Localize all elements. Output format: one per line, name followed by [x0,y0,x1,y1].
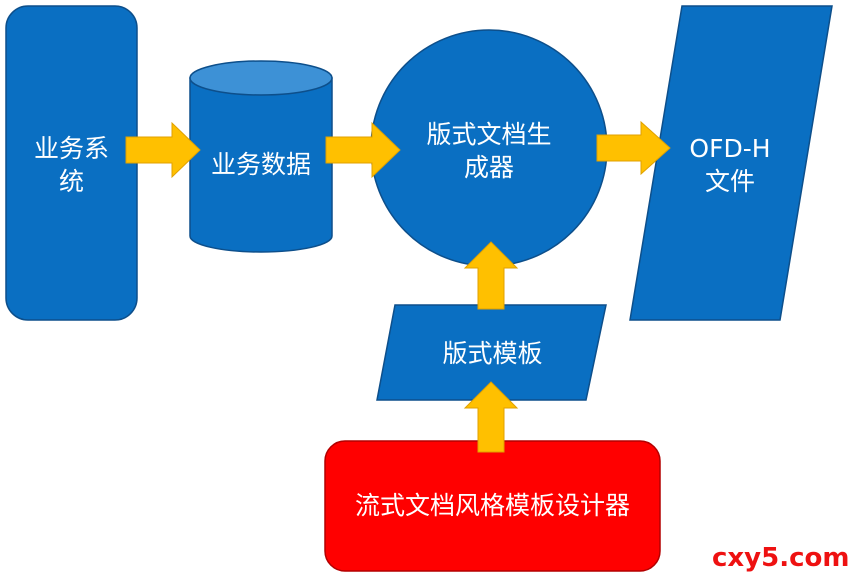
arrow-system-to-data [125,121,201,179]
business-system-label-line2: 统 [58,167,84,196]
ofd-file-label: OFD-H 文件 [665,132,795,198]
business-system-label: 业务系 统 [6,132,137,198]
arrow-generator-to-ofd [596,120,671,176]
business-data-label: 业务数据 [210,150,311,179]
watermark: cxy5.com [712,543,849,573]
arrow-template-to-generator [463,241,519,310]
layout-template-parallelogram [376,304,607,401]
business-system-label-line1: 业务系 [33,134,109,163]
ofd-file-label-line2: 文件 [704,167,755,196]
generator-label-line2: 成器 [463,153,514,182]
arrow-designer-to-template [463,381,519,453]
designer-label: 流式文档风格模板设计器 [354,491,630,520]
arrow-data-to-generator [325,121,401,179]
ofd-file-label-line1: OFD-H [689,134,771,163]
layout-template-label: 版式模板 [442,339,543,368]
generator-label: 版式文档生 成器 [389,118,589,184]
business-data-cylinder [189,60,333,253]
generator-label-line1: 版式文档生 [426,120,552,149]
ofd-file-parallelogram [629,5,833,321]
